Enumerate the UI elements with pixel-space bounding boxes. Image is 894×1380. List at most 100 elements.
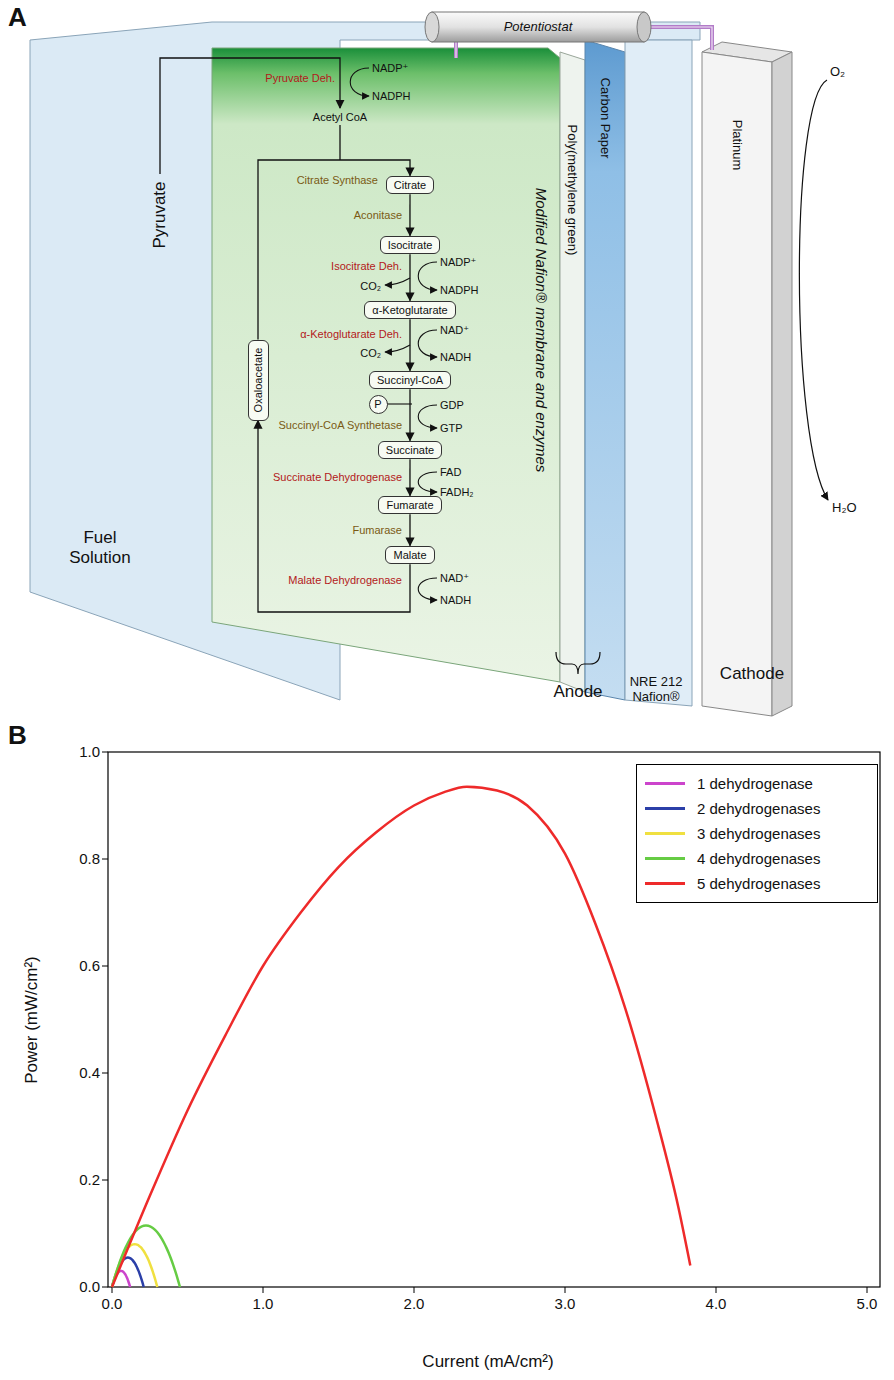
tick-mark bbox=[716, 1287, 717, 1293]
plot-area bbox=[102, 752, 867, 1293]
cofactor: FAD bbox=[440, 466, 461, 479]
enzyme-name: Succinyl-CoA Synthetase bbox=[278, 419, 402, 432]
metabolite-box: Malate bbox=[385, 546, 434, 565]
cofactor: NADP⁺ bbox=[440, 256, 476, 269]
metabolite-box: α-Ketoglutarate bbox=[364, 301, 455, 320]
plot-frame bbox=[108, 752, 880, 1287]
carbon-paper bbox=[585, 40, 625, 700]
enzyme-name: Citrate Synthase bbox=[297, 174, 378, 187]
enzyme-name: Fumarase bbox=[352, 524, 402, 537]
legend-swatch bbox=[645, 882, 685, 885]
enzyme-membrane bbox=[212, 48, 560, 682]
tick-label: 0.0 bbox=[79, 1278, 100, 1295]
metabolite-box: Oxaloacetate bbox=[248, 340, 269, 421]
tick-mark bbox=[102, 1073, 108, 1074]
potentiostat-cap bbox=[637, 12, 651, 42]
cofactor: NADP⁺ bbox=[372, 62, 408, 75]
legend-text: 4 dehydrogenases bbox=[697, 850, 820, 867]
pathway-arrow bbox=[409, 319, 410, 370]
species-name: H₂O bbox=[832, 501, 857, 516]
cofactor-loop bbox=[418, 405, 437, 428]
platinum-front bbox=[702, 52, 772, 716]
tick-label: 3.0 bbox=[555, 1295, 576, 1312]
tick-mark bbox=[102, 859, 108, 860]
phosphate-circle: P bbox=[369, 395, 388, 414]
power-curve bbox=[112, 787, 690, 1287]
cofactor: CO₂ bbox=[360, 280, 381, 293]
wire bbox=[644, 27, 712, 50]
tick-label: 0.6 bbox=[79, 957, 100, 974]
legend-row: 5 dehydrogenases bbox=[645, 871, 869, 896]
metabolite-box: Succinyl-CoA bbox=[369, 371, 451, 390]
tick-mark bbox=[112, 1287, 113, 1293]
fuel-solution-slab bbox=[30, 22, 700, 700]
tick-label: 0.2 bbox=[79, 1171, 100, 1188]
pathway-arrow bbox=[409, 459, 410, 495]
tick-mark bbox=[102, 966, 108, 967]
part-name: NRE 212 Nafion® bbox=[620, 675, 692, 705]
node-text: Potentiostat bbox=[504, 20, 573, 35]
anode-bracket bbox=[556, 652, 600, 674]
layer-name: Poly(methylene green) bbox=[565, 125, 580, 256]
cofactor-loop bbox=[418, 262, 437, 290]
panel-letter: B bbox=[8, 721, 27, 751]
tick-label: 0.8 bbox=[79, 850, 100, 867]
cofactor: GTP bbox=[440, 422, 463, 435]
node-text: Oxaloacetate bbox=[252, 348, 265, 413]
cofactor-loop bbox=[418, 472, 437, 492]
tick-label: 1.0 bbox=[79, 743, 100, 760]
legend-swatch bbox=[645, 782, 685, 785]
legend-text: 2 dehydrogenases bbox=[697, 800, 820, 817]
tick-label: 4.0 bbox=[706, 1295, 727, 1312]
chart-legend: 1 dehydrogenase 2 dehydrogenases 3 dehydro… bbox=[636, 764, 878, 903]
metabolite-box: Citrate bbox=[386, 176, 434, 195]
node-text: Fumarate bbox=[386, 499, 433, 512]
legend-row: 2 dehydrogenases bbox=[645, 796, 869, 821]
node-text: α-Ketoglutarate bbox=[372, 304, 447, 317]
part-name: Anode bbox=[553, 682, 602, 702]
compartment-name: Fuel Solution bbox=[60, 528, 140, 567]
pathway-arrow bbox=[409, 389, 410, 440]
enzyme-name: Malate Dehydrogenase bbox=[288, 574, 402, 587]
platinum-side bbox=[772, 52, 792, 716]
layer-name: Modified Nafion® membrane and enzymes bbox=[532, 188, 549, 473]
pathway-line bbox=[339, 125, 340, 160]
tick-mark bbox=[102, 752, 108, 753]
pathway-arrow bbox=[409, 194, 410, 235]
enzyme-name: Pyruvate Deh. bbox=[265, 72, 335, 85]
legend-swatch bbox=[645, 832, 685, 835]
cofactor-loop bbox=[418, 330, 437, 357]
co2-arrow bbox=[385, 345, 410, 352]
cofactor-loop bbox=[418, 578, 437, 600]
panel-letter: A bbox=[8, 3, 27, 33]
axis-title: Current (mA/cm²) bbox=[422, 1352, 553, 1372]
node-text: Isocitrate bbox=[388, 239, 433, 252]
tick-mark bbox=[102, 1287, 108, 1288]
legend-row: 1 dehydrogenase bbox=[645, 771, 869, 796]
legend-text: 1 dehydrogenase bbox=[697, 775, 813, 792]
enzyme-name: Succinate Dehydrogenase bbox=[273, 471, 402, 484]
tick-mark bbox=[263, 1287, 264, 1293]
enzyme-name: Isocitrate Deh. bbox=[331, 260, 402, 273]
wire bbox=[644, 27, 712, 50]
cofactor: CO₂ bbox=[360, 347, 381, 360]
cofactor-loop bbox=[350, 68, 369, 96]
species-name: O₂ bbox=[830, 65, 845, 80]
cofactor: FADH₂ bbox=[440, 486, 474, 499]
enzyme-name: α-Ketoglutarate Deh. bbox=[300, 328, 402, 341]
potentiostat-cylinder bbox=[432, 12, 644, 42]
legend-row: 4 dehydrogenases bbox=[645, 846, 869, 871]
pathway-arrow bbox=[409, 514, 410, 545]
fuel-name: Pyruvate bbox=[150, 181, 170, 248]
enzyme-name: Aconitase bbox=[354, 209, 402, 222]
cofactor: NAD⁺ bbox=[440, 572, 469, 585]
phosphate-arrow bbox=[387, 403, 412, 404]
node-text: Citrate bbox=[394, 179, 426, 192]
tick-mark bbox=[867, 1287, 868, 1293]
axis-title: Power (mW/cm²) bbox=[22, 956, 42, 1083]
legend-row: 3 dehydrogenases bbox=[645, 821, 869, 846]
pathway-arrow bbox=[409, 254, 410, 300]
tick-label: 5.0 bbox=[857, 1295, 878, 1312]
cofactor: NADPH bbox=[440, 284, 479, 297]
